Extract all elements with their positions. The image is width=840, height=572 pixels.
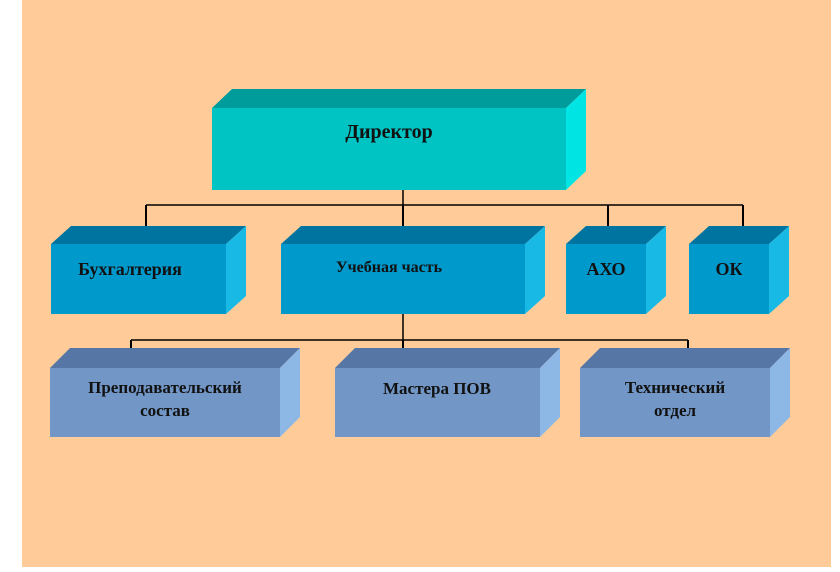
box-front: [212, 108, 566, 190]
node-masters: Мастера ПОВ: [335, 348, 560, 437]
node-label-line2: отдел: [654, 401, 697, 420]
node-label-line1: Преподавательский: [88, 378, 242, 397]
box-top: [51, 226, 246, 244]
node-label: АХО: [586, 259, 625, 279]
node-axo: АХО: [566, 226, 666, 314]
box-top: [335, 348, 560, 368]
box-top: [566, 226, 666, 244]
box-side: [525, 226, 545, 314]
node-label: Мастера ПОВ: [383, 379, 491, 398]
node-academic: Учебная часть: [281, 226, 545, 314]
box-front: [335, 368, 540, 437]
box-side: [646, 226, 666, 314]
box-front: [689, 244, 769, 314]
box-top: [580, 348, 790, 368]
node-label-line2: состав: [140, 401, 190, 420]
box-side: [226, 226, 246, 314]
box-side: [769, 226, 789, 314]
box-side: [540, 348, 560, 437]
node-label: ОК: [715, 259, 742, 279]
node-label: Бухгалтерия: [78, 259, 182, 279]
node-label: Учебная часть: [336, 259, 443, 276]
node-label: Директор: [345, 121, 433, 143]
box-front: [566, 244, 646, 314]
box-front: [51, 244, 226, 314]
box-top: [50, 348, 300, 368]
box-top: [689, 226, 789, 244]
node-ok: ОК: [689, 226, 789, 314]
box-front: [50, 368, 280, 437]
node-director: Директор: [212, 89, 586, 190]
box-side: [566, 89, 586, 190]
box-side: [770, 348, 790, 437]
node-label-line1: Технический: [625, 378, 725, 397]
box-top: [212, 89, 586, 108]
node-teaching-staff: Преподавательский состав: [50, 348, 300, 437]
box-side: [280, 348, 300, 437]
box-front: [281, 244, 525, 314]
node-tech-dept: Технический отдел: [580, 348, 790, 437]
box-top: [281, 226, 545, 244]
node-accounting: Бухгалтерия: [51, 226, 246, 314]
box-front: [580, 368, 770, 437]
